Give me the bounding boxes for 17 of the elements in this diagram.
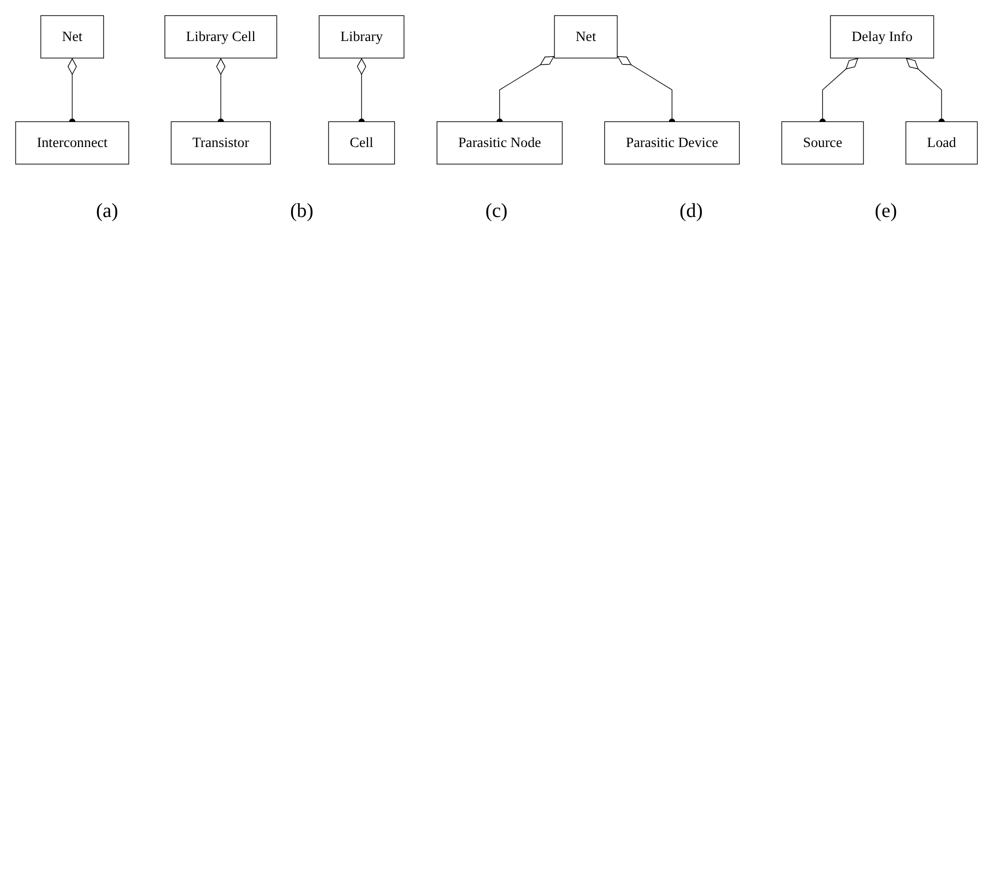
node-box: Transistor — [170, 121, 271, 164]
panel-label: (e) — [874, 200, 897, 223]
node-box: Library Cell — [164, 15, 278, 58]
panel-label: (a) — [96, 200, 118, 223]
panel-label: (c) — [485, 200, 508, 223]
node-box: Parasitic Node — [436, 121, 563, 164]
node-box: Net — [554, 15, 618, 58]
panel-label: (b) — [290, 200, 314, 223]
node-box: Source — [781, 121, 864, 164]
node-box: Load — [906, 121, 978, 164]
node-box: Cell — [328, 121, 395, 164]
node-box: Delay Info — [830, 15, 934, 58]
node-box: Library — [318, 15, 404, 58]
node-box: Interconnect — [15, 121, 130, 164]
panel-label: (d) — [680, 200, 703, 223]
node-box: Net — [40, 15, 104, 58]
node-box: Parasitic Device — [604, 121, 740, 164]
